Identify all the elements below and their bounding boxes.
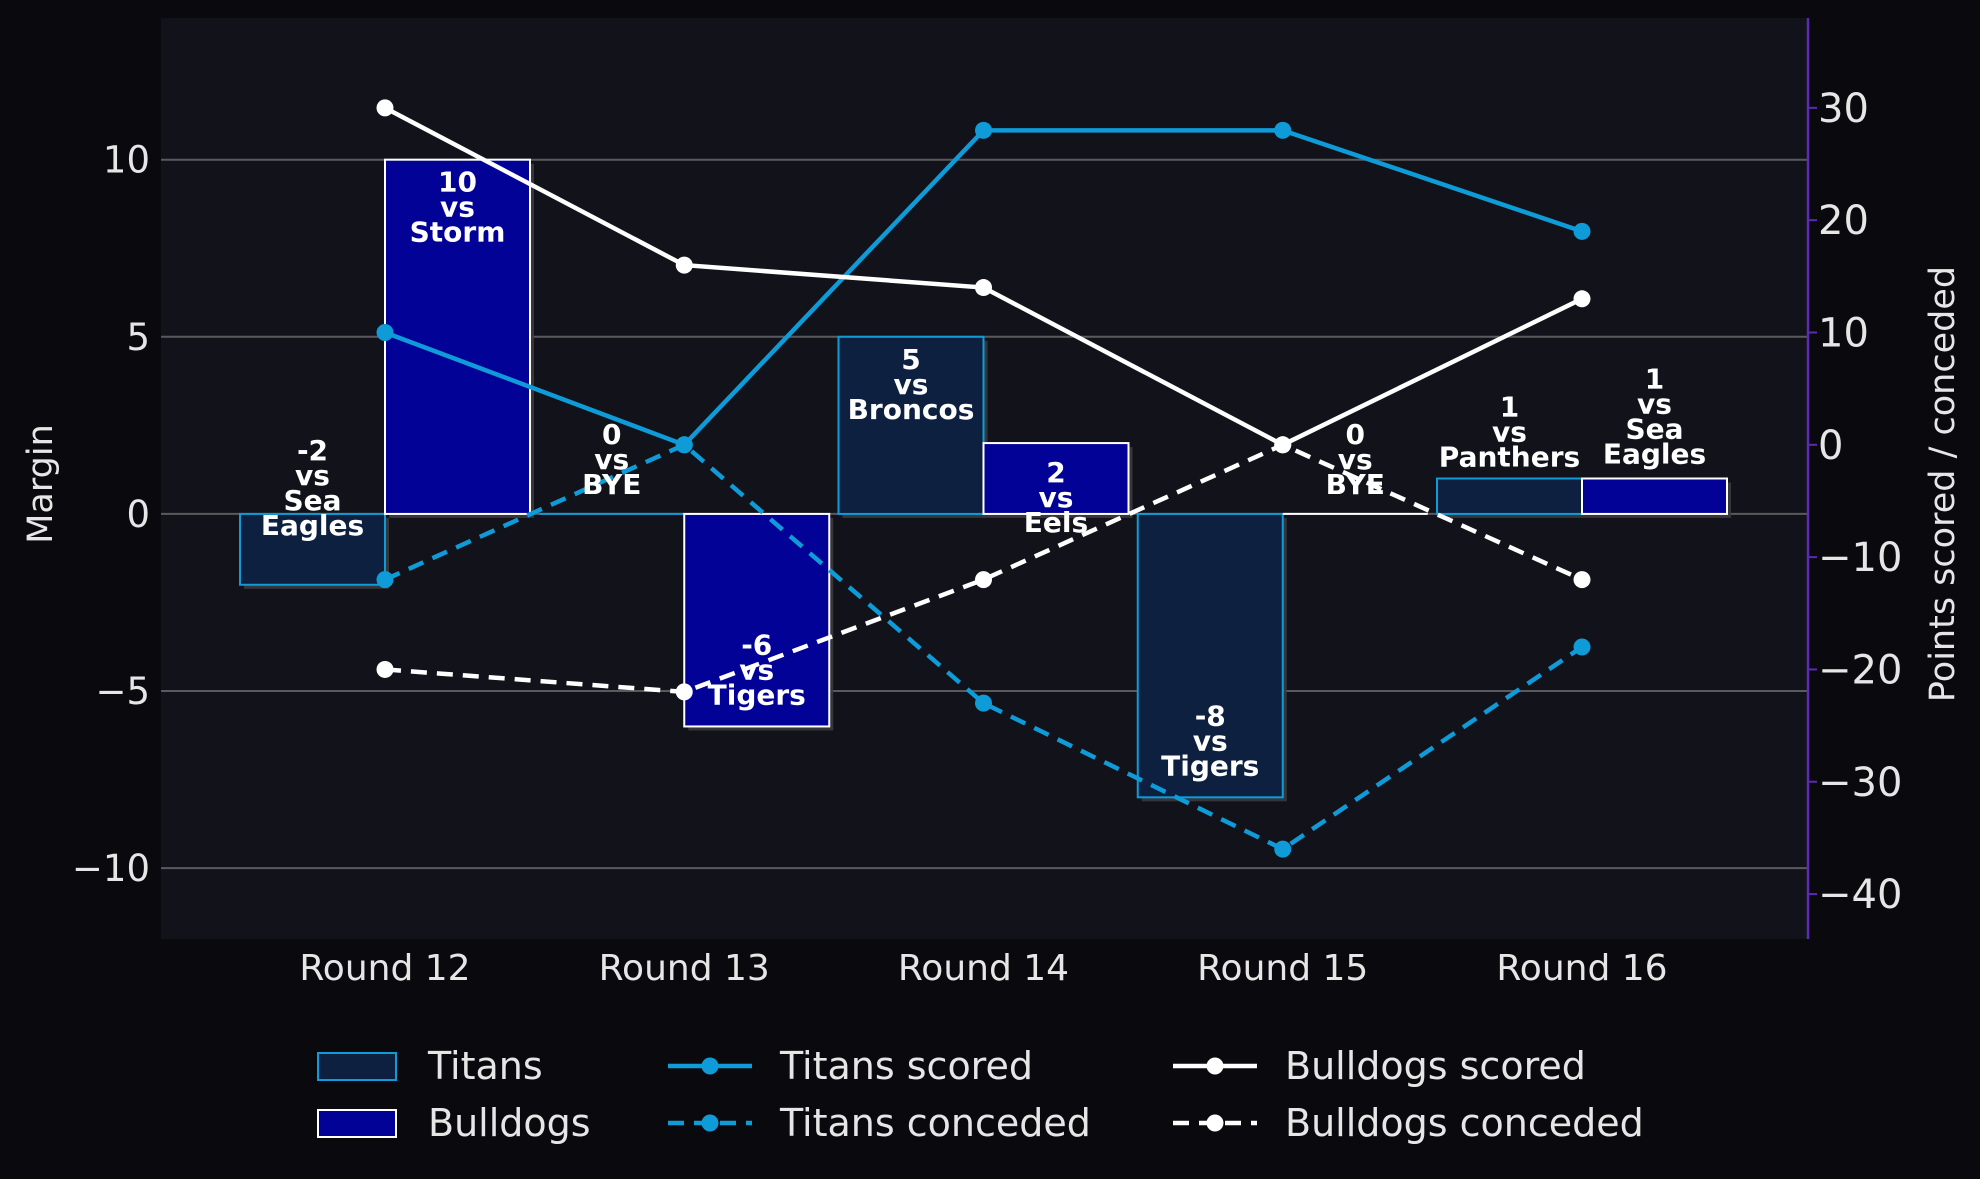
data-point (1573, 222, 1591, 240)
legend-swatch (317, 1109, 397, 1138)
bar-label: Sea (1625, 413, 1683, 446)
bar-label: vs (1492, 416, 1527, 449)
bar-label: 0 (1346, 418, 1365, 451)
bar (1136, 512, 1284, 799)
data-point (975, 694, 992, 712)
legend-label: Titans scored (779, 1044, 1033, 1088)
x-tick-label: Round 12 (299, 948, 470, 989)
y2-tick-label: −40 (1818, 872, 1902, 918)
data-point (675, 256, 693, 274)
legend-marker (701, 1114, 719, 1132)
bar (239, 512, 386, 586)
y-tick-label: 0 (126, 493, 150, 536)
bar (1436, 477, 1583, 515)
bar-label: vs (1338, 443, 1373, 476)
bar-label: vs (1039, 481, 1074, 514)
data-point (975, 279, 992, 297)
series-line (384, 442, 1584, 852)
data-point (1274, 121, 1292, 139)
bar (1581, 477, 1728, 515)
bar (982, 442, 1130, 515)
y2-tick-label: −30 (1818, 760, 1902, 806)
bar-label: vs (894, 368, 929, 401)
bar-label: Tigers (708, 678, 806, 711)
y-tick-label: 5 (126, 316, 150, 359)
legend-label: Bulldogs (428, 1101, 591, 1145)
data-point (376, 99, 394, 117)
bar-labels: -2vsSeaEagles0vsBYE5vsBroncos-8vsTigers1… (261, 166, 1706, 783)
legend-marker (1206, 1114, 1224, 1132)
data-point (975, 571, 992, 589)
x-tick-label: Round 15 (1197, 948, 1368, 989)
bar-label: Panthers (1439, 441, 1580, 474)
bar-label: BYE (582, 468, 641, 501)
data-point (1573, 571, 1591, 589)
data-point (376, 660, 394, 678)
y2-tick-label: 30 (1818, 86, 1869, 132)
bar-label: 1 (1645, 363, 1664, 396)
bar-label: vs (1193, 724, 1228, 757)
data-point (975, 121, 992, 139)
y2-tick-label: −20 (1818, 647, 1902, 693)
bar-label: vs (739, 653, 774, 686)
y-tick-label: −5 (95, 670, 150, 713)
x-tick-label: Round 14 (898, 948, 1069, 989)
data-point (376, 571, 394, 589)
data-point (675, 683, 693, 701)
data-point (1274, 436, 1292, 454)
bar-label: Storm (410, 216, 506, 249)
legend-marker (701, 1057, 719, 1075)
legend-swatch (317, 1052, 397, 1081)
bar-label: -6 (741, 628, 772, 661)
legend-label: Titans conceded (779, 1101, 1091, 1145)
y2-tick-label: 20 (1818, 198, 1869, 244)
data-point (1274, 840, 1292, 858)
bar-label: Eagles (261, 509, 364, 542)
bar-label: vs (440, 191, 475, 224)
data-point (1573, 638, 1591, 656)
legend-label: Bulldogs scored (1285, 1044, 1586, 1088)
bar-label: vs (295, 459, 330, 492)
bar-label: 2 (1046, 456, 1065, 489)
bar-label: -2 (297, 434, 328, 467)
bar-label: 1 (1500, 391, 1519, 424)
bar-label: 5 (901, 343, 920, 376)
bar-label: Broncos (848, 393, 975, 426)
data-point (376, 323, 394, 341)
bar-label: vs (594, 443, 629, 476)
bar-label: Tigers (1161, 749, 1259, 782)
data-point (675, 436, 693, 454)
bar-label: 10 (438, 166, 477, 199)
bar-label: 0 (602, 418, 621, 451)
y-tick-label: 10 (103, 139, 150, 182)
legend-label: Titans (427, 1044, 543, 1088)
bar-label: Eels (1024, 506, 1088, 539)
lines (376, 99, 1591, 858)
y-axis-label: Margin (21, 424, 61, 544)
y2-tick-label: 10 (1818, 310, 1869, 356)
y2-tick-label: −10 (1818, 535, 1902, 581)
bar-label: BYE (1326, 468, 1385, 501)
bar-label: -8 (1195, 699, 1226, 732)
y2-axis-label: Points scored / conceded (1923, 266, 1963, 702)
legend-marker (1206, 1057, 1224, 1075)
bar (683, 512, 831, 728)
bar (837, 335, 985, 515)
y2-tick-label: 0 (1818, 423, 1843, 469)
data-point (1573, 290, 1591, 308)
x-tick-label: Round 13 (599, 948, 770, 989)
bar (384, 158, 531, 515)
bar-label: Sea (283, 484, 341, 517)
legend-label: Bulldogs conceded (1285, 1101, 1644, 1145)
y-tick-label: −10 (72, 847, 150, 890)
x-tick-label: Round 16 (1496, 948, 1667, 989)
bar-label: vs (1637, 388, 1672, 421)
bar-label: Eagles (1603, 438, 1706, 471)
